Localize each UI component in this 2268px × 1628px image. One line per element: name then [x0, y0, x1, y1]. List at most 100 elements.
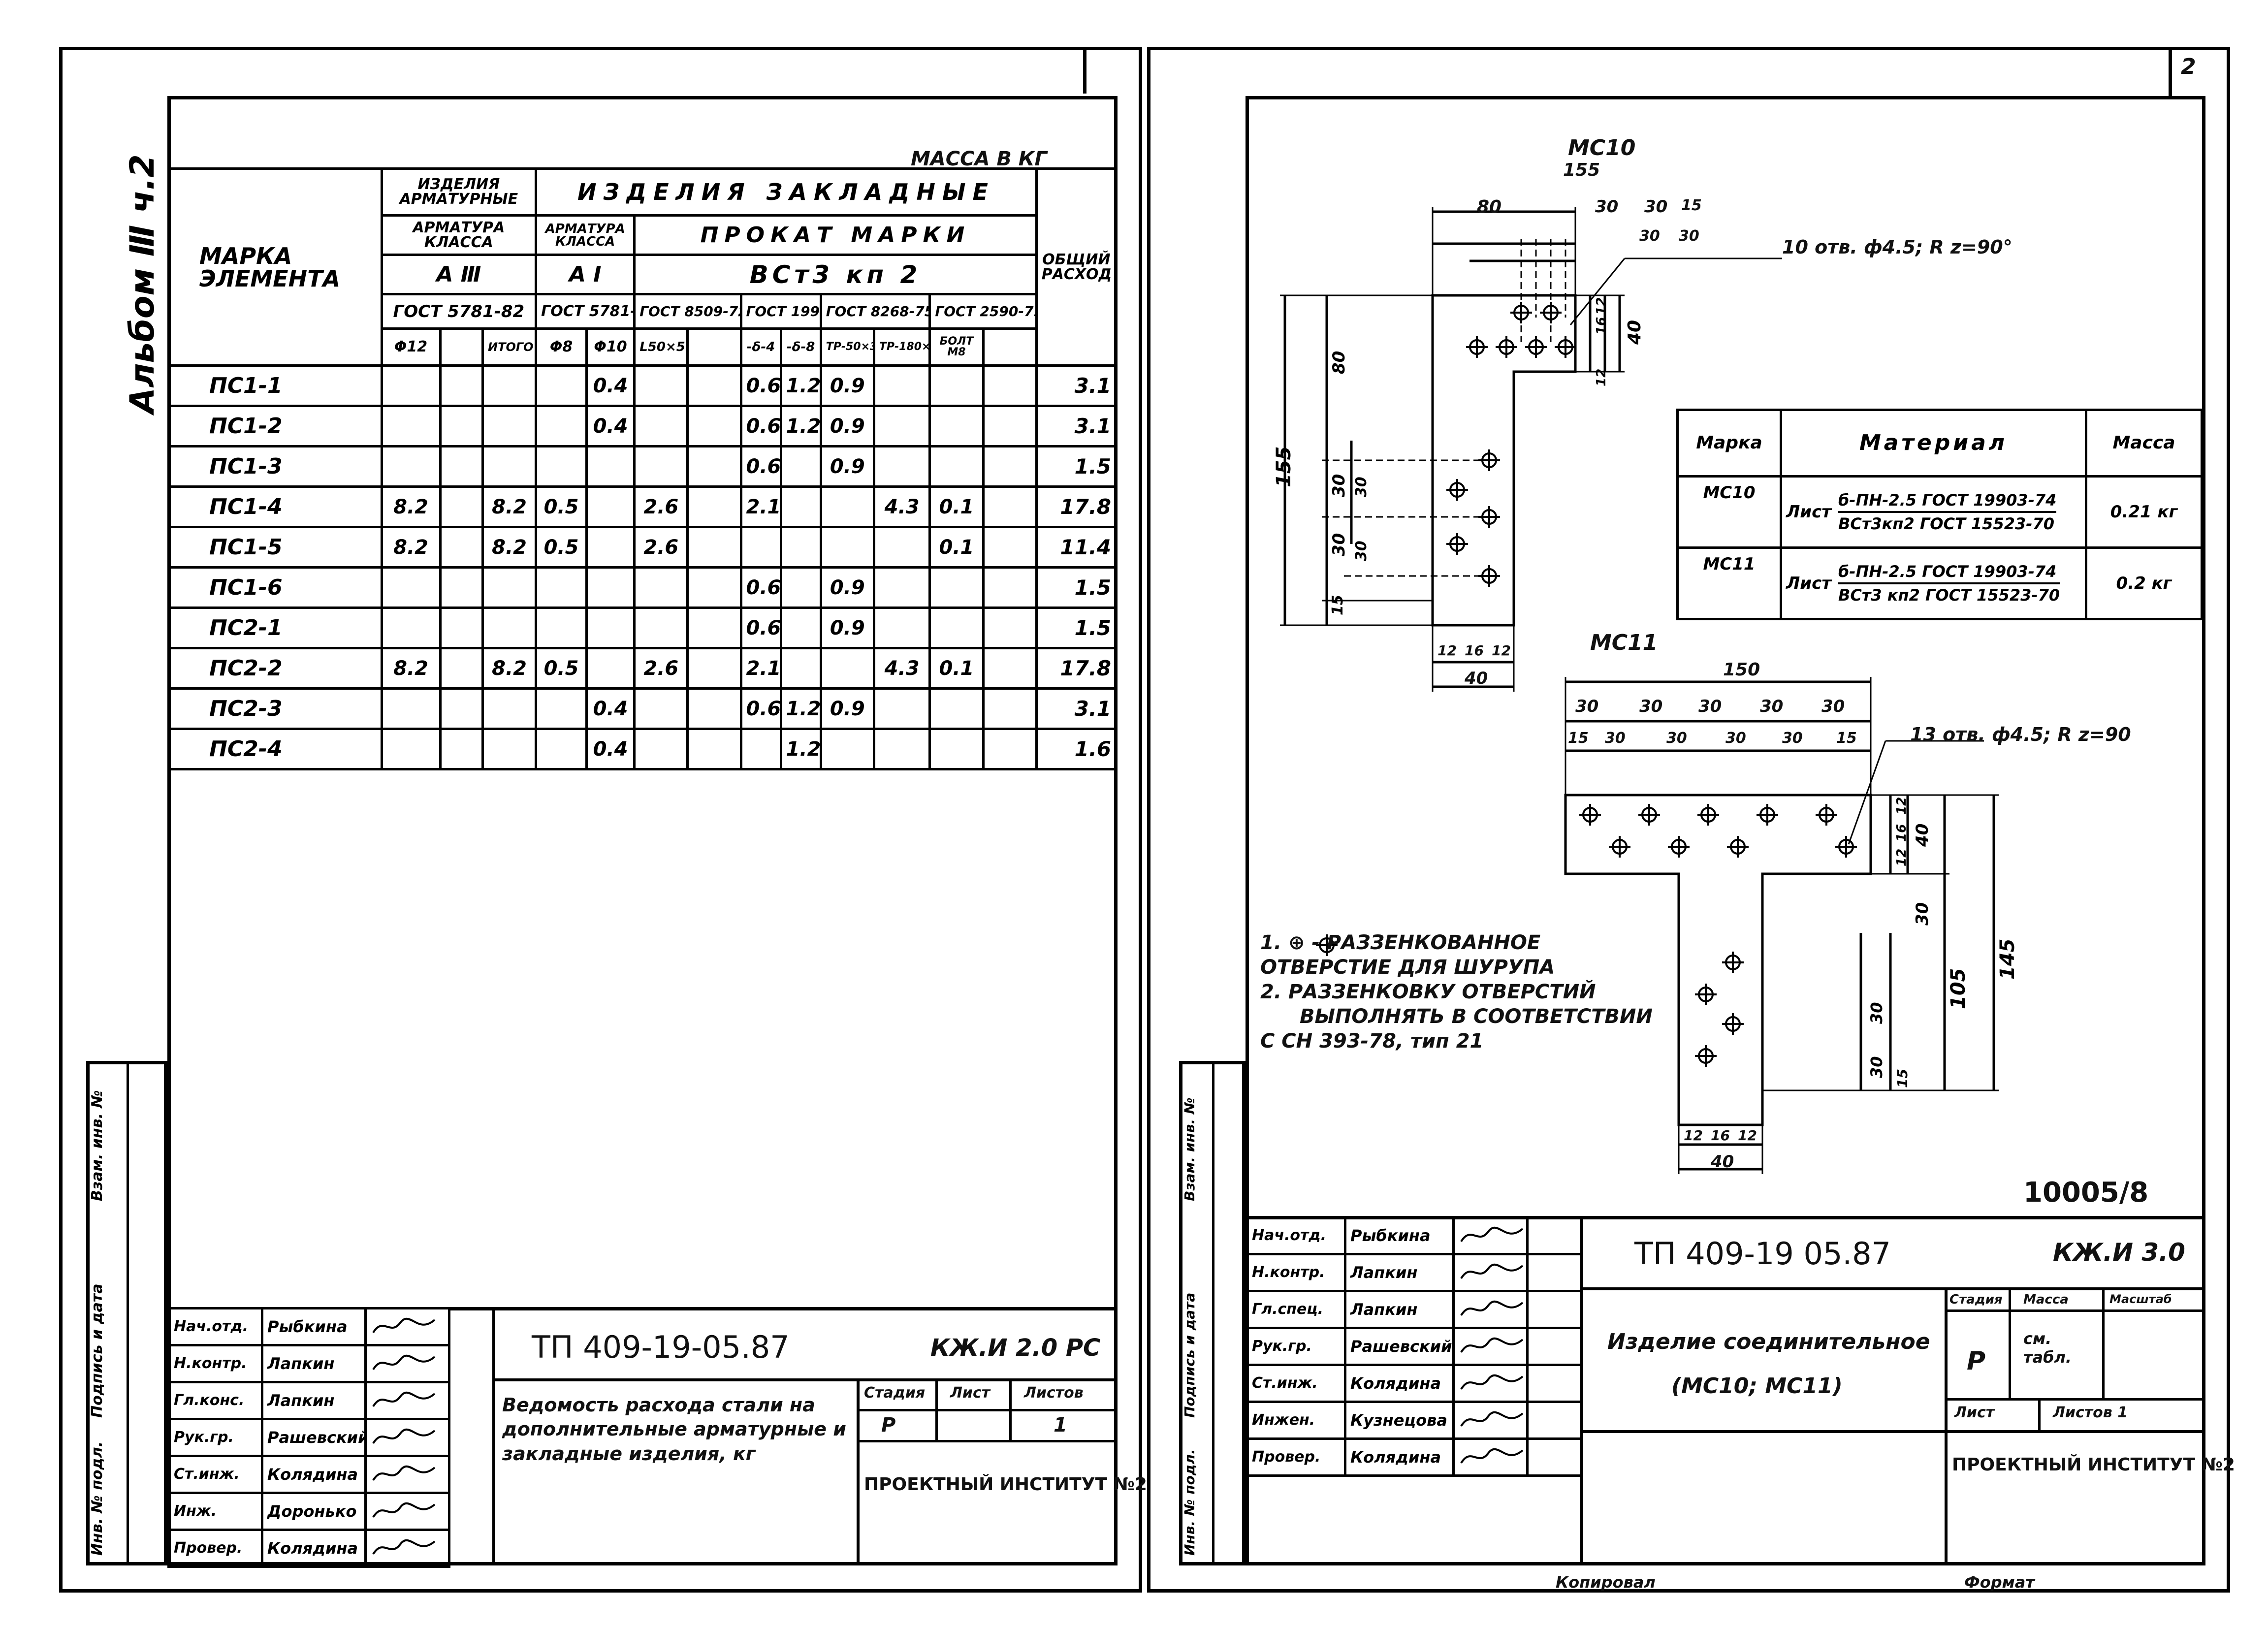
signature-name: Кузнецова	[1344, 1401, 1455, 1440]
row-value	[872, 445, 931, 488]
ref-number: 10005/8	[2023, 1177, 2149, 1209]
row-value	[982, 405, 1038, 447]
signature-mark	[364, 1344, 450, 1383]
mc10-left-overall: 155	[1273, 446, 1295, 488]
row-value: 0.1	[928, 647, 985, 690]
mc10-left-dim: 15	[1329, 595, 1346, 615]
right-doc-title: Изделие соединительное	[1607, 1329, 1930, 1354]
row-value: 0.9	[819, 445, 875, 488]
row-value	[819, 728, 875, 770]
row-value	[439, 526, 484, 569]
row-value	[535, 364, 588, 407]
mc11-bottom-dim: 12	[1684, 1127, 1703, 1144]
right-title-block	[1246, 1216, 2205, 1565]
row-value	[779, 445, 822, 488]
drawing-notes: 1. ⊕ - РАЗЗЕНКОВАННОЕ ОТВЕРСТИЕ ДЛЯ ШУРУ…	[1260, 930, 1653, 1053]
row-value: 0.4	[585, 687, 636, 730]
row-value	[535, 566, 588, 609]
signature-role: Рук.гр.	[167, 1418, 263, 1457]
row-total: 17.8	[1035, 485, 1118, 528]
row-value: 0.5	[535, 526, 588, 569]
left-stage-col2	[1009, 1378, 1012, 1440]
row-value	[872, 607, 931, 649]
material-line: ВСт3кп2 ГОСТ 15523-70	[1838, 514, 2055, 533]
mc10-dim: 30	[1639, 227, 1660, 245]
mc11-hole	[1816, 804, 1837, 826]
row-total: 3.1	[1035, 364, 1118, 407]
row-value: 2.6	[633, 647, 689, 690]
mc11-label: МС11	[1590, 630, 1658, 655]
sub-header: ИТОГО	[481, 327, 538, 367]
signature-mark	[1452, 1253, 1529, 1292]
row-value	[585, 526, 636, 569]
signature-row: Гл.спец.Лапкин	[1246, 1290, 1583, 1329]
signature-name: Рашевский	[261, 1418, 367, 1457]
left-stage-row-line	[857, 1409, 1118, 1411]
row-value: 1.2	[779, 728, 822, 770]
mc10-dim: 30	[1679, 227, 1699, 245]
row-value	[585, 566, 636, 609]
mc11-hole	[1697, 804, 1719, 826]
note-line: 1. ⊕ - РАЗЗЕНКОВАННОЕ	[1260, 931, 1541, 954]
row-value	[739, 526, 782, 569]
row-total: 11.4	[1035, 526, 1118, 569]
row-value: 0.4	[585, 405, 636, 447]
sub-header: ТР-50×3	[819, 327, 875, 367]
left-stage-label: Стадия	[864, 1384, 926, 1402]
material-mark: МС11	[1676, 546, 1782, 620]
signature-scribble	[372, 1465, 436, 1481]
row-value	[481, 566, 538, 609]
signature-scribble	[1460, 1263, 1524, 1279]
row-value: 0.9	[819, 607, 875, 649]
row-value	[439, 647, 484, 690]
signature-mark	[364, 1307, 450, 1346]
mc11-inner-dim: 30	[1666, 730, 1687, 747]
row-value: 0.5	[535, 485, 588, 528]
mc11-right-dim: 12	[1894, 797, 1909, 815]
format-label: Формат	[1964, 1573, 2035, 1592]
signature-scribble	[372, 1539, 436, 1555]
signature-date	[1526, 1437, 1583, 1477]
mc10-dim: 30	[1595, 197, 1619, 217]
material-kind: Лист	[1786, 502, 1831, 522]
signature-scribble	[1460, 1226, 1524, 1242]
mc11-hole	[1638, 804, 1660, 826]
row-value	[982, 445, 1038, 488]
row-value: 0.9	[819, 405, 875, 447]
row-value	[380, 445, 442, 488]
mc10-hole	[1478, 506, 1500, 528]
signature-mark	[1452, 1216, 1529, 1255]
row-value: 8.2	[481, 647, 538, 690]
page-number-box	[2169, 47, 2205, 96]
row-mark: ПС1-1	[167, 364, 383, 407]
table-empty-area	[167, 768, 1118, 1274]
signature-row: Ст.инж.Колядина	[167, 1455, 450, 1494]
signature-name: Лапкин	[1344, 1253, 1455, 1292]
mc10-bottom-dim: 16	[1465, 642, 1484, 659]
header-class-a1: A Ⅰ	[535, 254, 636, 295]
row-value	[633, 364, 689, 407]
row-value	[380, 566, 442, 609]
mc11-hole	[1727, 836, 1749, 858]
row-value	[535, 607, 588, 649]
left-sheet-label: Лист	[950, 1384, 990, 1402]
signature-row: Ст.инж.Колядина	[1246, 1364, 1583, 1403]
left-doc-title: Ведомость расхода стали на дополнительны…	[502, 1394, 846, 1465]
signature-row: Провер.Колядина	[1246, 1437, 1583, 1477]
signature-date	[1526, 1327, 1583, 1366]
row-value	[439, 607, 484, 649]
mc10-bottom-dim: 12	[1492, 642, 1511, 659]
mc11-inner-dim: 15	[1568, 730, 1589, 747]
row-value: 8.2	[380, 647, 442, 690]
left-title-line-1	[492, 1378, 1118, 1381]
signature-name: Рыбкина	[1344, 1216, 1455, 1255]
row-value	[739, 728, 782, 770]
mc10-hole	[1555, 336, 1576, 358]
mc10-hole	[1540, 302, 1562, 323]
